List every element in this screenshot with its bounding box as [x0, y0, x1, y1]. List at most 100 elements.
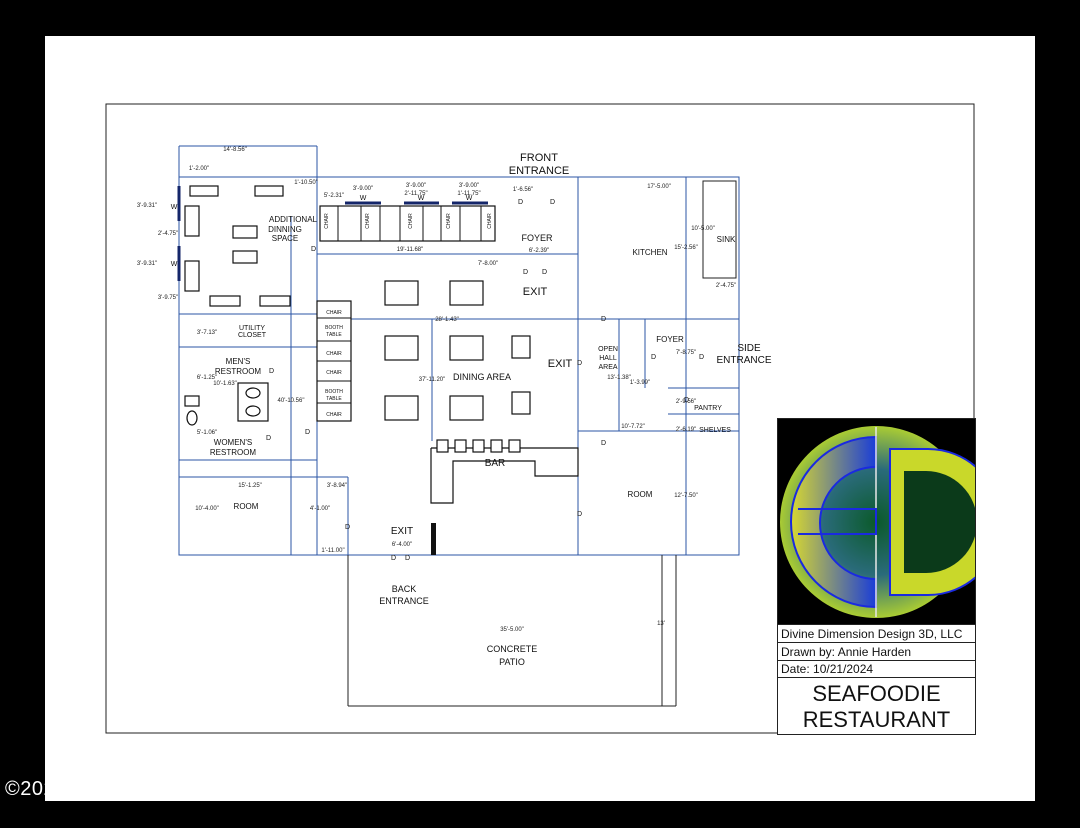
dim-label: 12'-7.50": [674, 493, 698, 499]
dim-label: 10'-4.00": [195, 506, 219, 512]
building-walls: [178, 145, 740, 556]
additional-dining-label-3: SPACE: [272, 234, 299, 243]
dim-label: 2'-4.75": [158, 231, 178, 237]
dim-label: 7'-8.00": [478, 261, 498, 267]
side-chair-label: CHAIR: [326, 370, 342, 376]
utility-closet-label-1: UTILITY: [239, 325, 265, 332]
dim-label: 40'-10.56": [278, 398, 305, 404]
dim-label: 1'-11.00": [321, 548, 344, 554]
side-booth-label-1: BOOTH: [325, 325, 343, 331]
dim-label: 2'-6.19": [676, 427, 696, 433]
door-marker: D: [266, 435, 271, 442]
door-marker: D: [542, 269, 547, 276]
dim-label: 5'-1.06": [197, 430, 217, 436]
dim-label: 13'-1.38": [607, 375, 631, 381]
side-booths: [316, 300, 352, 422]
dim-label: 13': [657, 621, 665, 627]
side-booth-label-1: BOOTH: [325, 389, 343, 395]
concrete-patio-label-1: CONCRETE: [487, 644, 538, 654]
open-hall-label-1: OPEN: [598, 346, 618, 353]
side-entrance-label-2: ENTRANCE: [716, 355, 771, 366]
dim-label: 7'-8.75": [676, 350, 696, 356]
side-chair-label: CHAIR: [326, 412, 342, 418]
concrete-patio-label-2: PATIO: [499, 657, 525, 667]
door-marker: D: [550, 199, 555, 206]
door-marker: D: [651, 354, 656, 361]
dim-label: 15'-1.25": [238, 483, 262, 489]
window-marker: W: [171, 204, 178, 211]
dim-label: 28'-1.43": [435, 317, 459, 323]
dim-label: 1'-6.56": [513, 187, 533, 193]
sink-label: SINK: [717, 235, 736, 244]
drawing-sheet: FRONT ENTRANCE ADDITIONAL DINNING SPACE …: [45, 36, 1035, 801]
additional-dining-label-2: DINNING: [268, 225, 302, 234]
dim-label: 1'-11.75": [457, 191, 480, 197]
dim-label: 35'-5.00": [500, 627, 524, 633]
mens-restroom-label-2: RESTROOM: [215, 367, 262, 376]
booth-chair-label: CHAIR: [324, 213, 330, 229]
foyer-front-label: FOYER: [521, 233, 553, 243]
sink-counter: [702, 180, 737, 279]
room-left-label: ROOM: [234, 502, 259, 511]
dim-label: 3'-9.00": [406, 183, 426, 189]
window-marker: W: [466, 195, 473, 202]
front-entrance-label-1: FRONT: [520, 152, 558, 164]
utility-closet-label-2: CLOSET: [238, 332, 267, 339]
door-marker: D: [601, 316, 606, 323]
dining-tables: [184, 185, 531, 421]
dim-label: 1'-2.00": [189, 166, 209, 172]
front-windows: [177, 186, 488, 281]
front-entrance-label-2: ENTRANCE: [509, 165, 570, 177]
dining-area-label: DINING AREA: [453, 372, 511, 382]
dim-label: 6'-2.39": [529, 248, 549, 254]
bar-label: BAR: [485, 458, 506, 469]
door-marker: D: [577, 511, 582, 518]
dim-label: 6'-4.00": [392, 542, 412, 548]
window-marker: W: [360, 195, 367, 202]
door-marker: D: [577, 360, 582, 367]
additional-dining-label-1: ADDITIONAL: [269, 215, 318, 224]
dim-label: 4'-1.00": [310, 506, 330, 512]
logo-graphic: [780, 426, 1002, 618]
drawn-by: Drawn by: Annie Harden: [778, 642, 975, 660]
womens-restroom-label-1: WOMEN'S: [214, 438, 252, 447]
exit-top-label: EXIT: [523, 286, 548, 298]
dim-label: 5'-2.31": [324, 193, 344, 199]
open-hall-label-3: AREA: [598, 364, 617, 371]
title-block: Divine Dimension Design 3D, LLC Drawn by…: [777, 418, 1002, 735]
back-entrance-label-2: ENTRANCE: [379, 596, 429, 606]
dim-label: 2'-11.75": [404, 191, 427, 197]
dim-label: 10'-7.72": [621, 424, 645, 430]
patio-outline: [347, 555, 677, 707]
side-entrance-label-1: SIDE: [737, 343, 761, 354]
side-booth-label-2: TABLE: [326, 332, 342, 338]
booth-chair-label: CHAIR: [365, 213, 371, 229]
dim-label: 3'-9.31": [137, 203, 157, 209]
dim-label: 15'-2.56": [674, 245, 698, 251]
project-name-line2: RESTAURANT: [802, 707, 951, 732]
door-marker: D: [601, 440, 606, 447]
door-marker: D: [391, 555, 396, 562]
drawing-date: Date: 10/21/2024: [778, 660, 975, 677]
restroom-fixtures: [184, 382, 269, 426]
front-booths: [319, 205, 496, 242]
side-booth-label-2: TABLE: [326, 396, 342, 402]
dim-label: 3'-9.75": [158, 295, 178, 301]
bar-counter: [430, 439, 579, 504]
room-right-label: ROOM: [628, 490, 653, 499]
dim-label: 19'-11.68": [397, 247, 424, 253]
door-marker: D: [405, 555, 410, 562]
dim-label: 2'-9.56": [676, 399, 696, 405]
window-marker: W: [171, 261, 178, 268]
pantry-label: PANTRY: [694, 405, 722, 412]
back-entrance-label-1: BACK: [392, 584, 417, 594]
foyer-side-label: FOYER: [656, 335, 684, 344]
dim-label: 3'-8.94": [327, 483, 347, 489]
side-chair-label: CHAIR: [326, 310, 342, 316]
dim-label: 3'-9.00": [459, 183, 479, 189]
project-name: SEAFOODIE RESTAURANT: [778, 677, 975, 734]
project-name-line1: SEAFOODIE: [812, 681, 941, 706]
dim-label: 17'-5.00": [647, 184, 671, 190]
open-hall-label-2: HALL: [599, 355, 617, 362]
booth-chair-label: CHAIR: [487, 213, 493, 229]
